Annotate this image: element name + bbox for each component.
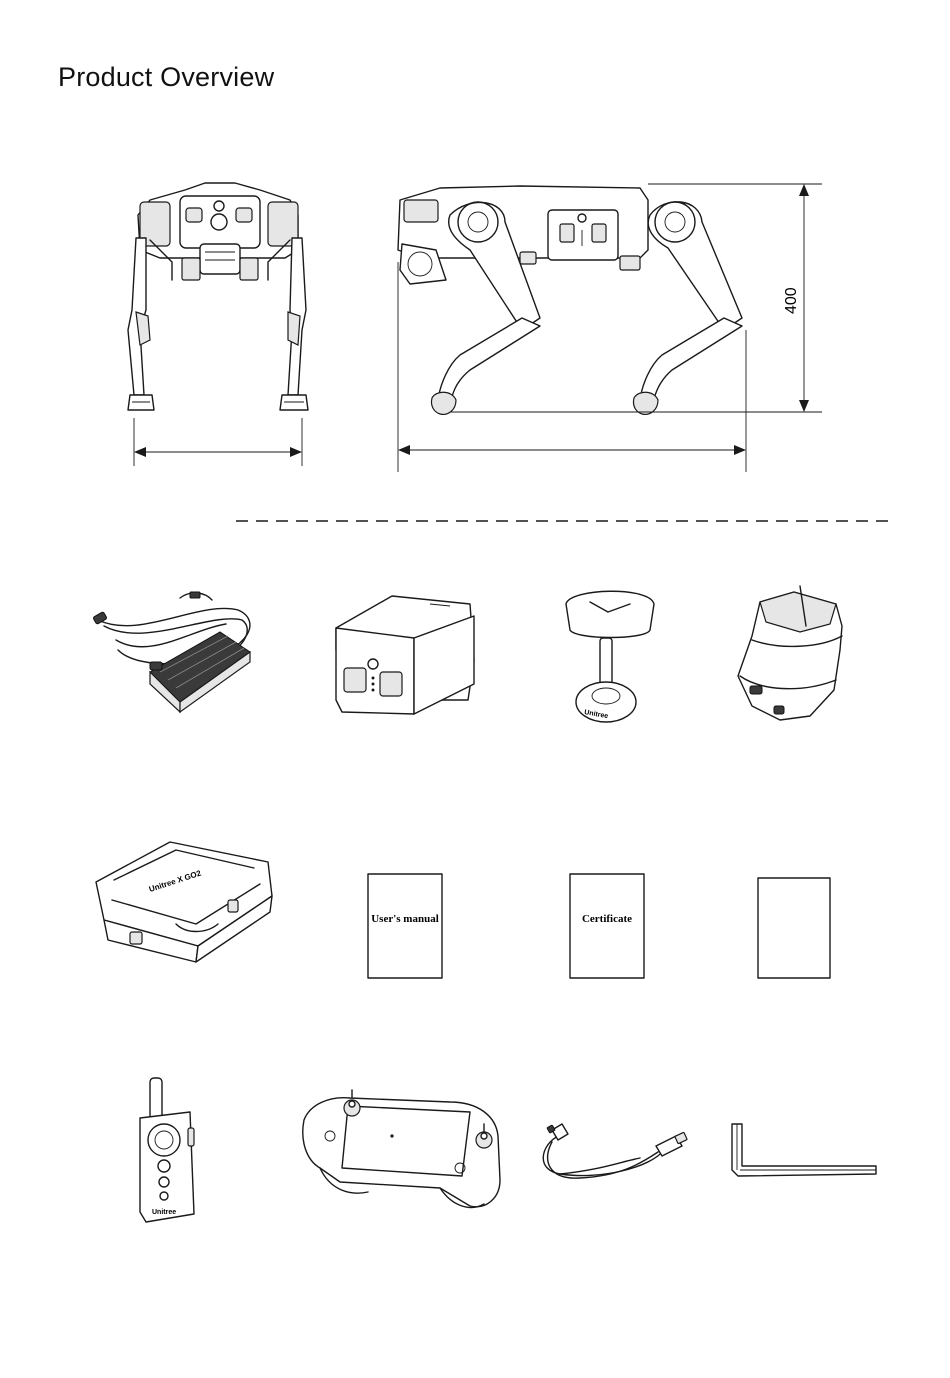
hex-key-icon <box>732 1124 876 1176</box>
robot-side-view-icon: 400 <box>398 184 822 472</box>
svg-text:Unitree: Unitree <box>152 1209 176 1216</box>
height-dimension-label: 400 <box>783 287 800 314</box>
gamepad-controller-icon <box>303 1090 500 1207</box>
user-manual-icon: User's manual <box>368 874 442 978</box>
user-manual-label: User's manual <box>371 913 439 925</box>
blank-card-icon <box>758 878 830 978</box>
carry-case-icon: Unitree X GO2 <box>96 842 272 962</box>
usb-cable-icon <box>543 1124 687 1178</box>
robot-front-view-icon <box>128 183 308 466</box>
remote-fob-icon: Unitree <box>140 1078 194 1222</box>
charger-icon <box>93 592 250 712</box>
certificate-label: Certificate <box>582 913 632 925</box>
stand-icon: Unitree <box>566 591 654 722</box>
head-module-icon <box>738 586 842 720</box>
certificate-icon: Certificate <box>570 874 644 978</box>
battery-icon <box>336 596 474 714</box>
